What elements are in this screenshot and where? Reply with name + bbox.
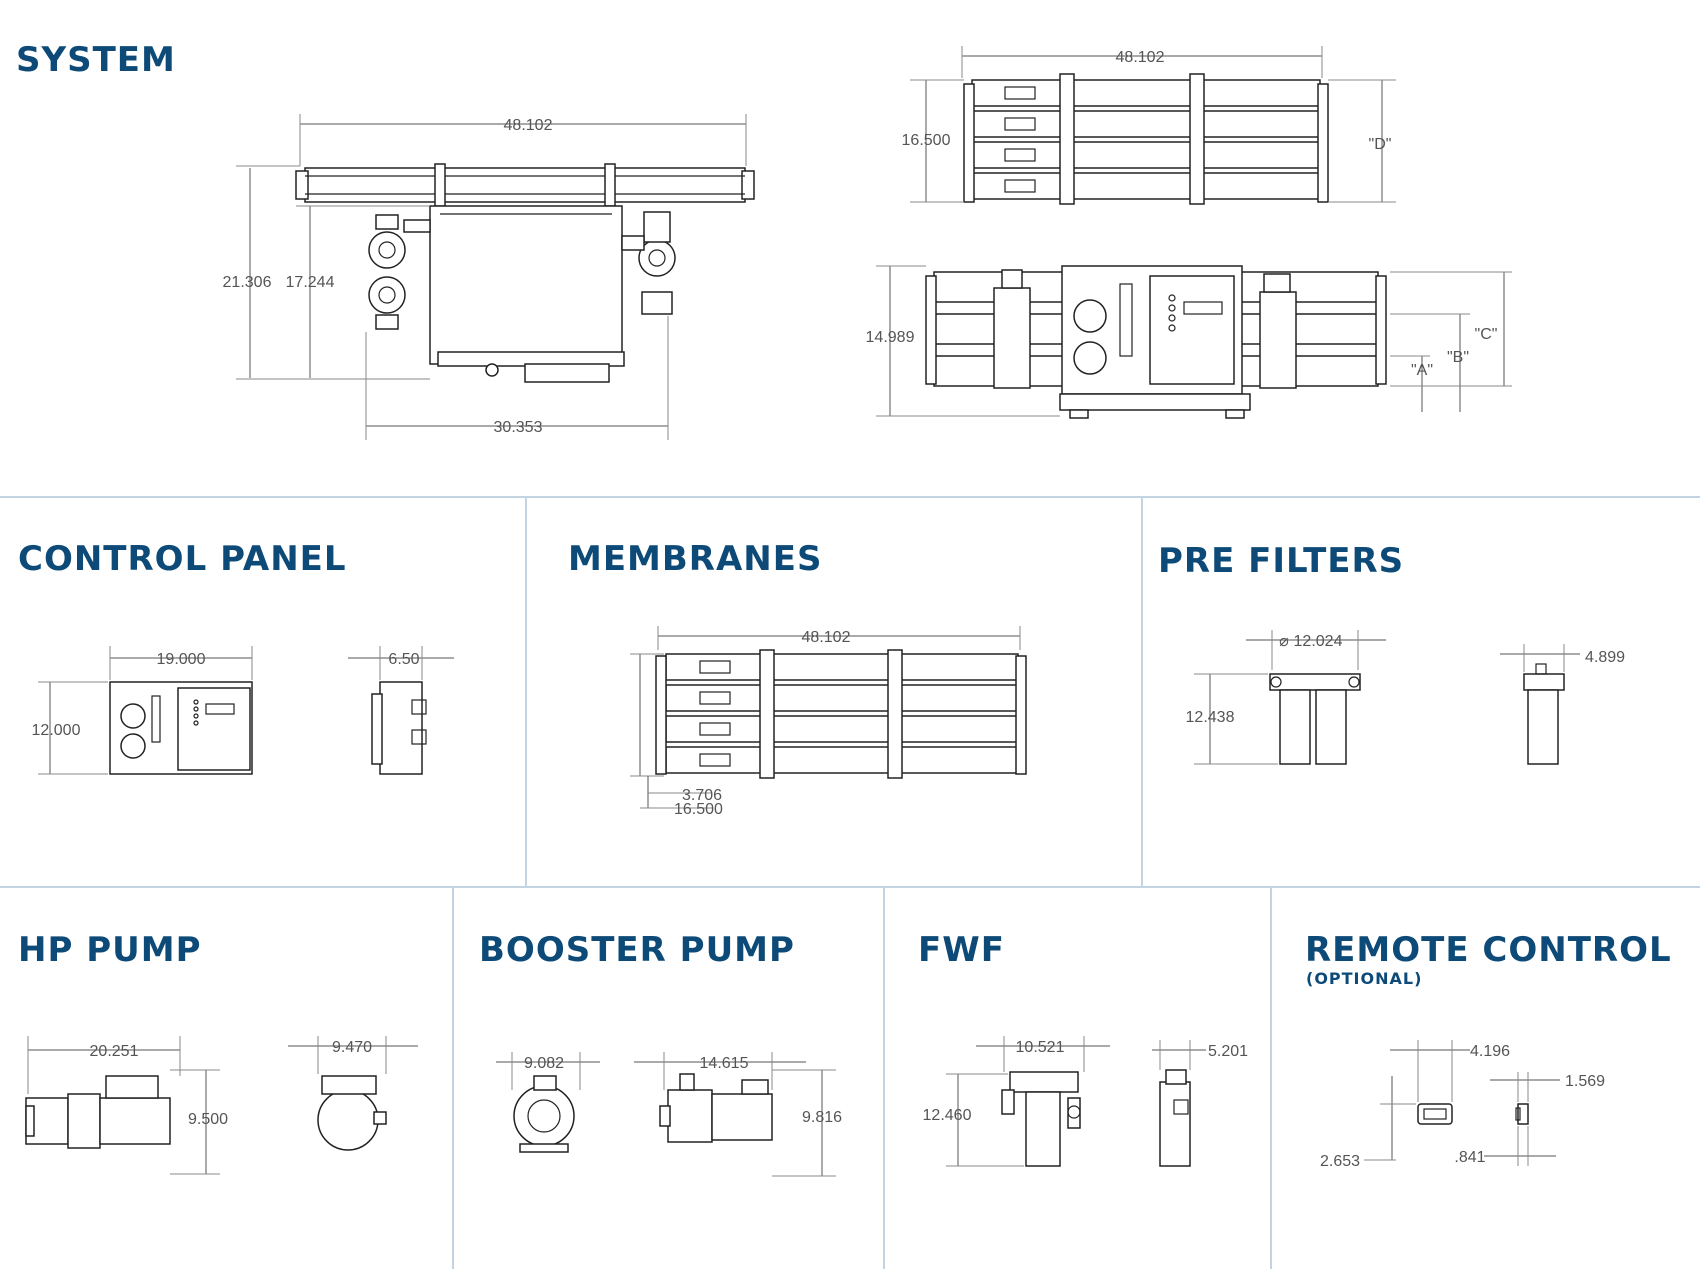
system-front-view-drawing [925,265,1387,419]
hp-pump-width-label: 9.470 [332,1039,372,1056]
booster-pump-dimension-lines [496,1052,836,1177]
booster-pump-end-drawing [513,1075,575,1153]
section-title-remote-control: REMOTE CONTROL [1305,930,1672,970]
system-front-b-label: "B" [1447,349,1469,366]
remote-control-side-drawing [1515,1103,1529,1125]
section-title-fwf: FWF [918,930,1005,970]
remote-depth-label: 1.569 [1565,1073,1605,1090]
fwf-depth-label: 5.201 [1208,1043,1248,1060]
system-side-depth-label: 30.353 [494,419,543,436]
pre-filters-front-drawing [1269,673,1361,765]
section-title-membranes: MEMBRANES [568,539,823,579]
booster-pump-side-drawing [659,1073,773,1143]
fwf-height-label: 12.460 [923,1107,972,1124]
divider-fwf-remote [1270,887,1272,1269]
divider-system-bottom [0,496,1700,498]
system-front-dimension-lines [876,265,1512,417]
divider-membranes-prefilters [1141,497,1143,887]
pre-filters-diameter-label: 12.024 [1294,633,1343,650]
section-title-pre-filters: PRE FILTERS [1158,541,1405,581]
remote-control-dimension-lines [1364,1040,1560,1166]
hp-pump-length-label: 20.251 [90,1043,139,1060]
system-side-height-total-label: 21.306 [223,274,272,291]
remote-depth-small-label: .841 [1454,1149,1485,1166]
system-side-width-label: 48.102 [504,117,553,134]
system-top-d-label: "D" [1369,136,1392,153]
system-top-depth-label: 16.500 [902,132,951,149]
pre-filters-height-label: 12.438 [1186,709,1235,726]
pre-filters-diameter-symbol: ⌀ [1279,633,1289,650]
hp-pump-end-drawing [317,1075,387,1151]
hp-pump-side-drawing [25,1075,171,1149]
section-title-control-panel: CONTROL PANEL [18,539,347,579]
fwf-side-drawing [1159,1069,1191,1167]
remote-height-label: 2.653 [1320,1153,1360,1170]
control-panel-front-drawing [109,681,253,775]
divider-booster-fwf [883,887,885,1269]
fwf-width-label: 10.521 [1016,1039,1065,1056]
pre-filters-side-drawing [1523,663,1565,765]
pre-filters-depth-label: 4.899 [1585,649,1625,666]
remote-control-front-drawing [1417,1103,1453,1125]
remote-control-optional-note: (OPTIONAL) [1306,969,1423,988]
control-panel-height-label: 12.000 [32,722,81,739]
control-panel-dimension-lines [38,646,454,775]
system-top-dimension-lines [910,46,1396,203]
booster-pump-length-label: 14.615 [700,1055,749,1072]
hp-pump-height-label: 9.500 [188,1111,228,1128]
system-top-width-label: 48.102 [1116,49,1165,66]
remote-width-label: 4.196 [1470,1043,1510,1060]
system-side-dimension-lines [236,114,747,440]
control-panel-width-label: 19.000 [157,651,206,668]
divider-row2-bottom [0,886,1700,888]
pre-filters-dimension-lines [1194,630,1580,765]
control-panel-depth-label: 6.50 [388,651,419,668]
membranes-width-label: 48.102 [802,629,851,646]
hp-pump-dimension-lines [27,1036,418,1175]
divider-control-membranes [525,497,527,887]
section-title-booster-pump: BOOSTER PUMP [479,930,795,970]
booster-pump-width-label: 9.082 [524,1055,564,1072]
system-front-c-label: "C" [1475,326,1498,343]
section-title-hp-pump: HP PUMP [18,930,202,970]
fwf-front-drawing [1001,1071,1081,1167]
membranes-pitch-label: 3.706 [682,787,722,804]
system-front-a-label: "A" [1411,362,1433,379]
membranes-drawing [655,649,1027,779]
control-panel-side-drawing [371,681,427,775]
booster-pump-height-label: 9.816 [802,1109,842,1126]
divider-hp-booster [452,887,454,1269]
system-top-view-drawing [963,73,1329,205]
system-side-height-frame-label: 17.244 [286,274,335,291]
fwf-dimension-lines [946,1036,1206,1167]
membranes-dimension-lines [630,626,1021,809]
system-side-view-drawing [295,163,755,383]
section-title-system: SYSTEM [16,40,176,80]
system-front-height-label: 14.989 [866,329,915,346]
membranes-depth-label: 16.500 [674,801,723,818]
